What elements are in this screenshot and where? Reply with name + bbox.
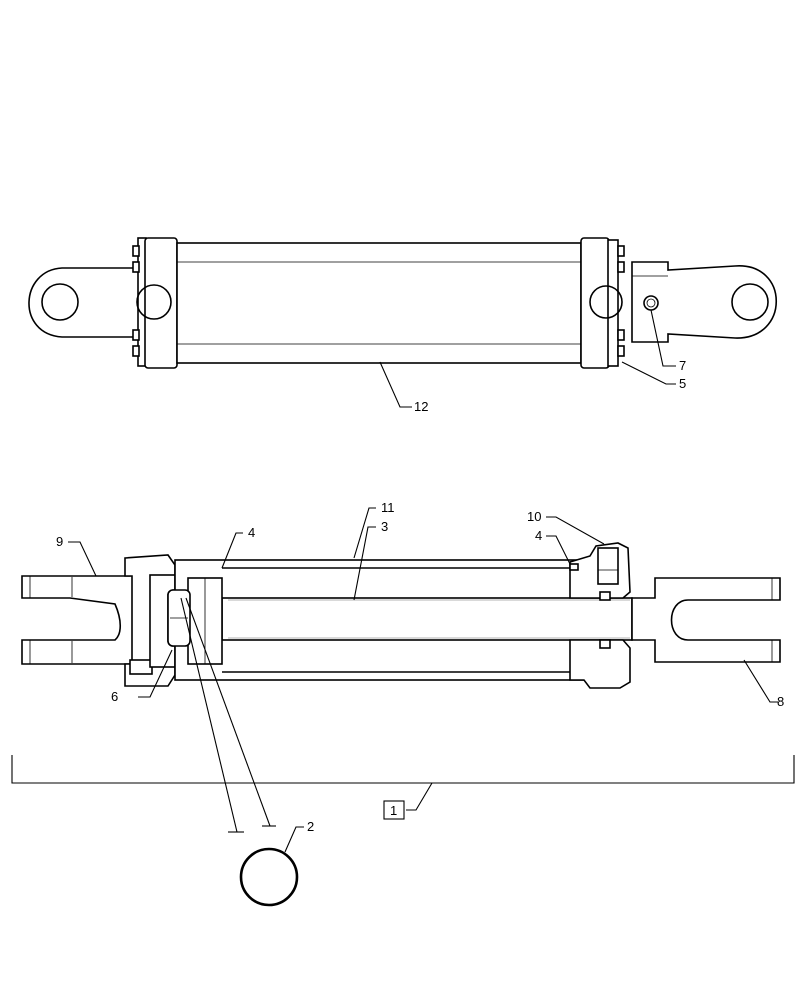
section-cylinder-view (21, 542, 781, 689)
rod-port-hole (589, 285, 623, 319)
cap-end-block (144, 237, 178, 369)
base-clevis-lug (28, 267, 146, 338)
assembled-cylinder-view (28, 237, 778, 369)
callout-5: 5 (679, 376, 686, 391)
callout-7: 7 (679, 358, 686, 373)
callout-1-box (383, 800, 405, 820)
callout-4a: 4 (248, 525, 255, 540)
callout-9: 9 (56, 534, 63, 549)
top-view-callouts: 12 7 5 (379, 309, 686, 414)
callout-3: 3 (381, 519, 388, 534)
callout-1: 1 (390, 803, 397, 818)
rod-eye-lug (631, 261, 778, 343)
callout-12: 12 (414, 399, 428, 414)
callout-11: 11 (381, 500, 395, 515)
seal-detail: 2 (239, 819, 314, 907)
callout-6: 6 (111, 689, 118, 704)
cap-port-hole (136, 284, 172, 320)
callout-10: 10 (527, 509, 541, 524)
section-view-callouts: 9 6 4 11 3 10 4 8 (56, 500, 784, 833)
rod-clevis (631, 577, 781, 663)
callout-8: 8 (777, 694, 784, 709)
barrel-tube (176, 242, 582, 364)
piston-rod (221, 597, 633, 641)
base-clevis-hole (41, 283, 79, 321)
rod-end-block (580, 237, 610, 369)
assembly-bracket: 1 (11, 755, 795, 820)
callout-4b: 4 (535, 528, 542, 543)
callout-2: 2 (307, 819, 314, 834)
rod-eye-hole (731, 283, 769, 321)
o-ring (239, 847, 299, 907)
base-clevis (21, 557, 137, 686)
